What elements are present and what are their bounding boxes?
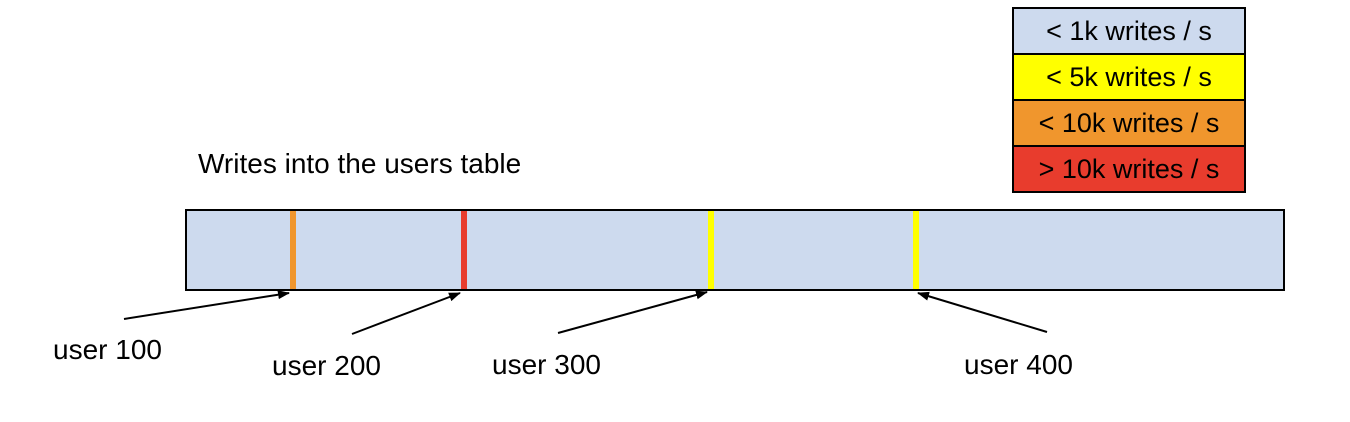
legend-item-gt-10k: > 10k writes / s (1014, 145, 1244, 191)
label-user-400: user 400 (964, 349, 1073, 380)
legend: < 1k writes / s < 5k writes / s < 10k wr… (1012, 7, 1246, 193)
arrow-user-400 (917, 291, 1048, 333)
arrow-user-300 (557, 290, 708, 334)
marker-user-300 (708, 211, 714, 289)
legend-item-label: > 10k writes / s (1038, 153, 1220, 184)
arrow-user-100 (123, 290, 290, 320)
legend-item-lt-1k: < 1k writes / s (1014, 9, 1244, 53)
legend-item-label: < 1k writes / s (1046, 15, 1212, 46)
legend-item-label: < 5k writes / s (1046, 61, 1212, 92)
marker-user-200 (461, 211, 467, 289)
marker-user-400 (913, 211, 919, 289)
legend-item-lt-5k: < 5k writes / s (1014, 53, 1244, 99)
diagram-title: Writes into the users table (198, 148, 522, 179)
label-user-100: user 100 (53, 334, 162, 365)
label-user-200: user 200 (272, 350, 381, 381)
arrow-user-200 (351, 292, 461, 335)
users-table-bar (185, 209, 1285, 291)
legend-item-lt-10k: < 10k writes / s (1014, 99, 1244, 145)
label-user-300: user 300 (492, 349, 601, 380)
legend-item-label: < 10k writes / s (1038, 107, 1220, 138)
marker-user-100 (290, 211, 296, 289)
